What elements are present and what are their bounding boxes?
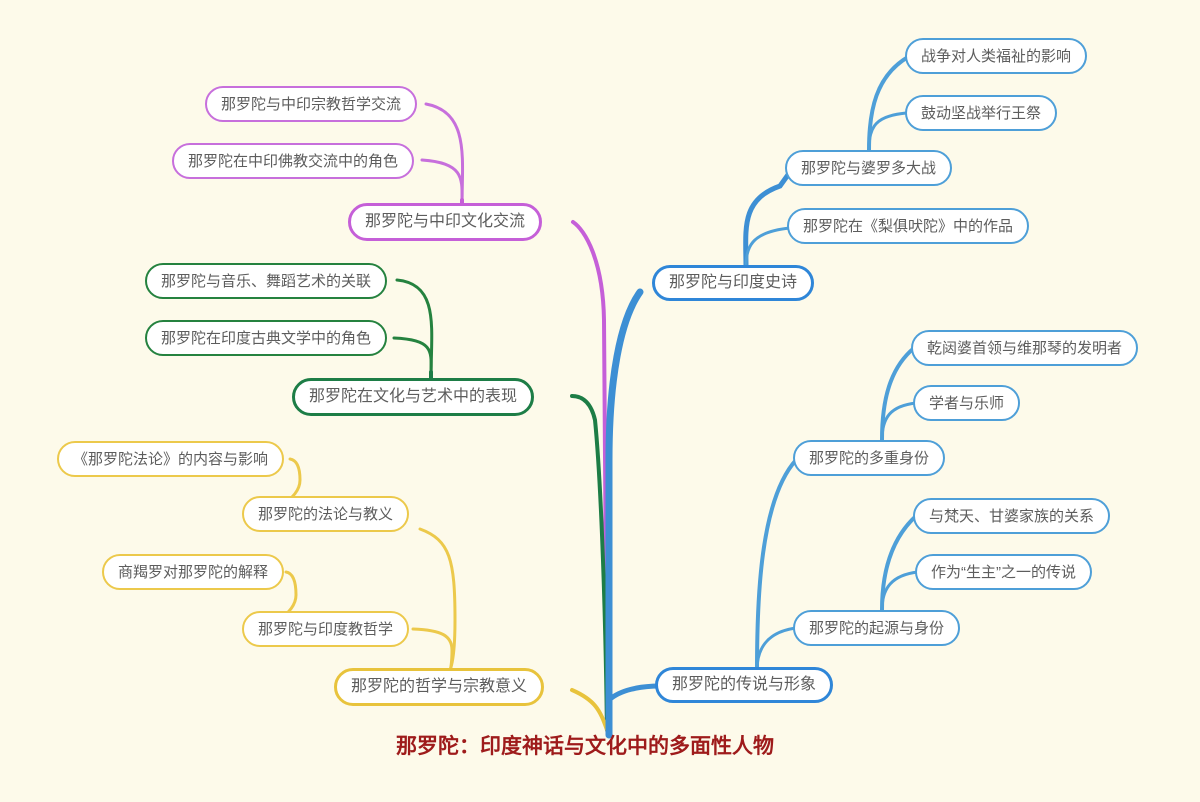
node-label: 乾闼婆首领与维那琴的发明者 — [927, 339, 1123, 357]
node-label: 那罗陀的哲学与宗教意义 — [351, 678, 528, 695]
node-label: 鼓动坚战举行王祭 — [921, 104, 1042, 122]
node-label: 那罗陀的起源与身份 — [809, 619, 945, 637]
leaf-node-scholar-musician[interactable]: 学者与乐师 — [913, 385, 1021, 421]
leaf-node-shankara-interpretation[interactable]: 商羯罗对那罗陀的解释 — [102, 554, 285, 590]
node-label: 那罗陀在《梨俱吠陀》中的作品 — [803, 217, 1014, 235]
child-node-hindu-philosophy[interactable]: 那罗陀与印度教哲学 — [242, 611, 410, 647]
node-label: 那罗陀的法论与教义 — [258, 505, 394, 523]
node-label: 战争对人类福祉的影响 — [921, 47, 1072, 65]
branch-node-culture[interactable]: 那罗陀与中印文化交流 — [348, 203, 543, 241]
node-label: 那罗陀与印度史诗 — [669, 274, 798, 291]
node-label: 那罗陀在中印佛教交流中的角色 — [188, 152, 399, 170]
node-label: 商羯罗对那罗陀的解释 — [118, 563, 269, 581]
leaf-node-music-dance[interactable]: 那罗陀与音乐、舞蹈艺术的关联 — [145, 263, 388, 299]
node-label: 那罗陀的传说与形象 — [672, 676, 817, 693]
node-label: 那罗陀与音乐、舞蹈艺术的关联 — [161, 272, 372, 290]
child-node-rigveda[interactable]: 那罗陀在《梨俱吠陀》中的作品 — [787, 208, 1030, 244]
child-node-multiple-identities[interactable]: 那罗陀的多重身份 — [793, 440, 946, 476]
node-label: 那罗陀在文化与艺术中的表现 — [309, 388, 518, 405]
branch-node-philosophy[interactable]: 那罗陀的哲学与宗教意义 — [334, 668, 545, 706]
child-node-dharmasastra[interactable]: 那罗陀的法论与教义 — [242, 496, 410, 532]
node-label: 那罗陀与中印文化交流 — [365, 213, 526, 230]
leaf-node-narada-smriti[interactable]: 《那罗陀法论》的内容与影响 — [57, 441, 285, 477]
leaf-node-war-impact[interactable]: 战争对人类福祉的影响 — [905, 38, 1088, 74]
node-label: 那罗陀在印度古典文学中的角色 — [161, 329, 372, 347]
leaf-node-buddhist-exchange-role[interactable]: 那罗陀在中印佛教交流中的角色 — [172, 143, 415, 179]
leaf-node-brahma-kanva[interactable]: 与梵天、甘婆家族的关系 — [913, 498, 1111, 534]
leaf-node-gandharva-veena[interactable]: 乾闼婆首领与维那琴的发明者 — [911, 330, 1139, 366]
node-label: 那罗陀的多重身份 — [809, 449, 930, 467]
node-label: 那罗陀与婆罗多大战 — [801, 159, 937, 177]
leaf-node-rajasuya[interactable]: 鼓动坚战举行王祭 — [905, 95, 1058, 131]
node-label: 与梵天、甘婆家族的关系 — [929, 507, 1095, 525]
node-label: 那罗陀与中印宗教哲学交流 — [221, 95, 402, 113]
branch-node-epics[interactable]: 那罗陀与印度史诗 — [652, 265, 815, 301]
root-title-label: 那罗陀：印度神话与文化中的多面性人物 — [396, 735, 774, 758]
leaf-node-classical-literature[interactable]: 那罗陀在印度古典文学中的角色 — [145, 320, 388, 356]
branch-node-arts[interactable]: 那罗陀在文化与艺术中的表现 — [292, 378, 535, 416]
node-label: 作为“生主”之一的传说 — [931, 563, 1076, 581]
leaf-node-prajapati[interactable]: 作为“生主”之一的传说 — [915, 554, 1092, 590]
node-label: 那罗陀与印度教哲学 — [258, 620, 394, 638]
branch-node-legend[interactable]: 那罗陀的传说与形象 — [655, 667, 834, 703]
root-title[interactable]: 那罗陀：印度神话与文化中的多面性人物 — [396, 730, 774, 760]
node-label: 《那罗陀法论》的内容与影响 — [73, 450, 269, 468]
leaf-node-religious-philosophy-exchange[interactable]: 那罗陀与中印宗教哲学交流 — [205, 86, 418, 122]
child-node-origin-identity[interactable]: 那罗陀的起源与身份 — [793, 610, 961, 646]
node-label: 学者与乐师 — [929, 394, 1005, 412]
child-node-battle[interactable]: 那罗陀与婆罗多大战 — [785, 150, 953, 186]
